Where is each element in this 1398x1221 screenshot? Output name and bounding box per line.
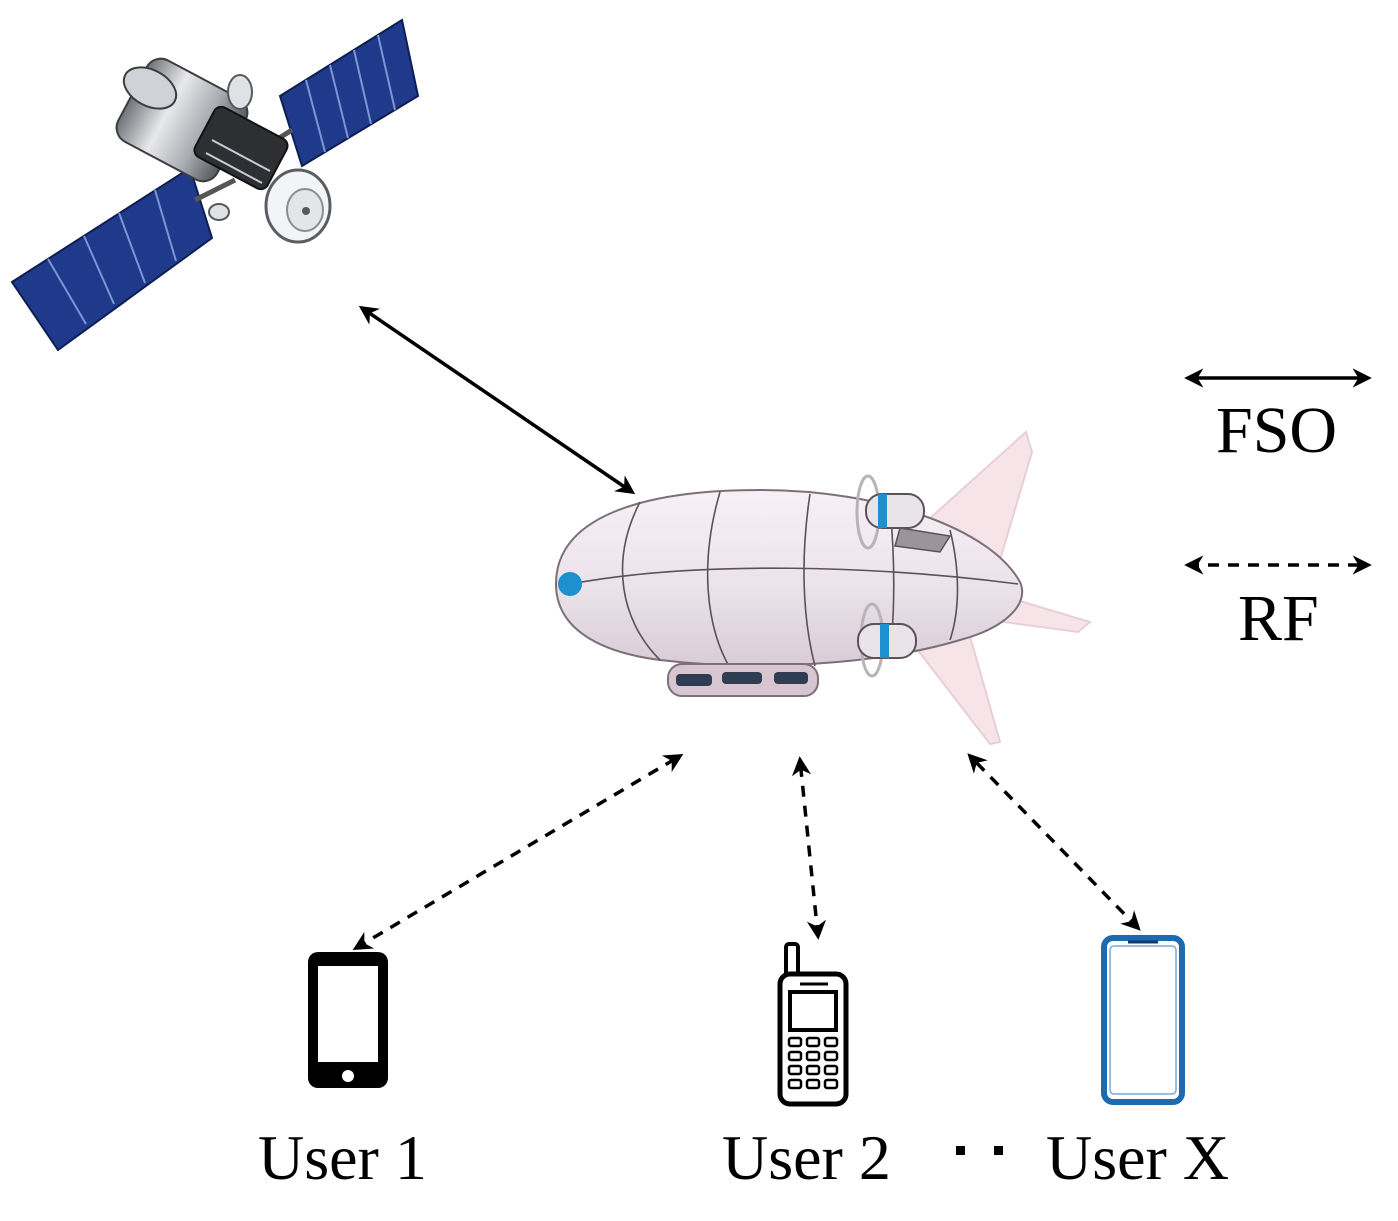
user-2-label: User 2 bbox=[722, 1122, 891, 1193]
modern-smartphone-icon bbox=[1101, 935, 1185, 1105]
satellite-dish bbox=[264, 168, 332, 244]
engine-upper bbox=[855, 474, 952, 553]
smartphone-icon bbox=[308, 952, 388, 1088]
rf-link-user-2 bbox=[791, 756, 827, 940]
legend-rf-label: RF bbox=[1238, 582, 1319, 655]
satellite-icon bbox=[10, 18, 420, 352]
satellite-bus bbox=[115, 57, 289, 191]
airship-icon bbox=[554, 430, 1093, 746]
rf-link-user-1 bbox=[352, 754, 684, 950]
airship-gondola bbox=[667, 663, 819, 697]
solar-panel-right bbox=[278, 18, 420, 168]
feature-phone-icon bbox=[777, 942, 849, 1107]
user-1-label: User 1 bbox=[258, 1122, 427, 1193]
fso-link-satellite-airship bbox=[358, 305, 636, 495]
rf-link-user-x bbox=[967, 753, 1141, 931]
user-x-label: User X bbox=[1046, 1122, 1230, 1193]
legend-fso-label: FSO bbox=[1216, 394, 1338, 467]
engine-lower bbox=[857, 602, 917, 678]
airship-nose bbox=[558, 572, 582, 596]
users-ellipsis-dots bbox=[956, 1146, 1003, 1155]
solar-panel-left bbox=[10, 166, 214, 352]
